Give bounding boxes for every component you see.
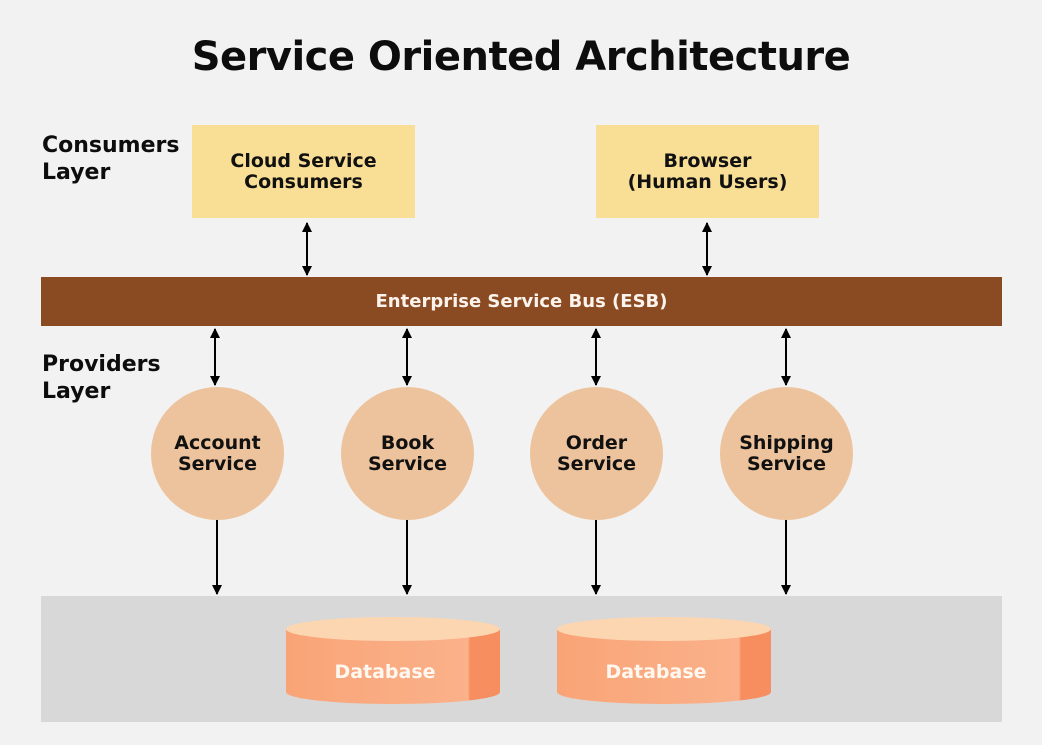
service-label: Book Service [368,431,447,475]
order-service-node: Order Service [530,387,663,520]
diagram-title: Service Oriented Architecture [191,34,851,80]
consumers-layer-label: Consumers Layer [42,133,180,185]
book-service-node: Book Service [341,387,474,520]
cloud-service-consumers-box: Cloud Service Consumers [192,125,415,218]
service-label: Shipping Service [739,431,834,475]
enterprise-service-bus: Enterprise Service Bus (ESB) [41,277,1002,326]
service-label: Account Service [174,431,261,475]
database-icon [557,617,771,704]
database-cylinder: Database [556,615,772,707]
consumer-label: Cloud Service Consumers [230,149,377,193]
account-service-node: Account Service [151,387,284,520]
database-label: Database [334,661,436,683]
database-icon [286,617,500,704]
providers-layer-label: Providers Layer [42,352,161,404]
browser-consumer-box: Browser (Human Users) [596,125,819,218]
shipping-service-node: Shipping Service [720,387,853,520]
consumer-label: Browser (Human Users) [627,149,788,193]
database-label: Database [605,661,707,683]
esb-label: Enterprise Service Bus (ESB) [375,291,668,312]
data-layer-region [41,596,1002,722]
service-label: Order Service [557,431,636,475]
database-cylinder: Database [285,615,501,707]
